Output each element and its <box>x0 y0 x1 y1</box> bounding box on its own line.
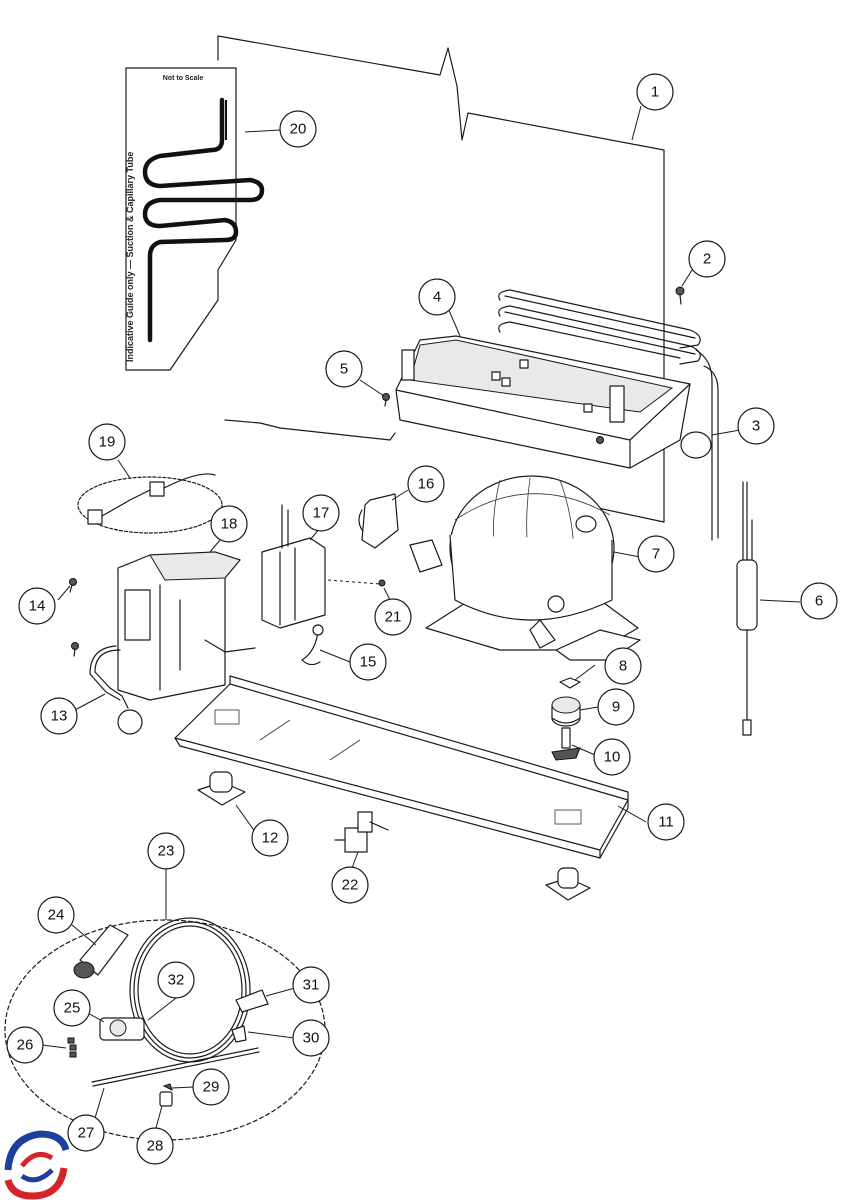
part-23-kit-assembly <box>4 917 326 1141</box>
callout-13: 13 <box>40 697 78 735</box>
part-3-coil-and-tubes <box>498 289 719 541</box>
svg-text:2: 2 <box>703 251 711 268</box>
callout-11: 11 <box>647 803 685 841</box>
part-10-mounting-sleeve <box>551 727 581 761</box>
part-20-suction-capillary-tube-guide: Not to Scale Indicative Guide only — Suc… <box>125 67 265 371</box>
callout-15: 15 <box>349 643 387 681</box>
part-6-sensor-tube <box>736 481 758 736</box>
callout-8: 8 <box>604 647 642 685</box>
svg-text:18: 18 <box>221 516 238 533</box>
callout-29: 29 <box>192 1068 230 1106</box>
svg-text:28: 28 <box>147 1138 164 1155</box>
part-30-bracket <box>231 1025 247 1043</box>
callout-1: 1 <box>636 73 674 111</box>
part-4-drip-tray <box>395 335 691 469</box>
callout-16: 16 <box>407 465 445 503</box>
svg-text:12: 12 <box>262 830 279 847</box>
callout-22: 22 <box>331 866 369 904</box>
svg-text:14: 14 <box>29 598 46 615</box>
svg-text:24: 24 <box>48 907 65 924</box>
svg-text:10: 10 <box>604 749 621 766</box>
svg-text:9: 9 <box>612 699 620 716</box>
svg-text:23: 23 <box>158 843 175 860</box>
callout-7: 7 <box>637 535 675 573</box>
part-7-compressor <box>409 475 641 661</box>
part-9-grommet <box>551 696 581 727</box>
part-15-ground-wire <box>301 624 324 666</box>
svg-text:29: 29 <box>203 1079 220 1096</box>
part-31-fitting <box>235 989 269 1013</box>
callout-27: 27 <box>67 1114 105 1152</box>
part-26-screws <box>67 1037 77 1058</box>
part-2-screw <box>675 286 685 305</box>
brand-logo-icon <box>4 1130 70 1200</box>
callout-10: 10 <box>593 738 631 776</box>
svg-text:17: 17 <box>313 505 330 522</box>
callout-14: 14 <box>18 587 56 625</box>
svg-text:5: 5 <box>340 361 348 378</box>
part-25-valve-body <box>99 1017 145 1041</box>
svg-text:13: 13 <box>51 708 68 725</box>
not-to-scale-note: Not to Scale <box>163 75 204 82</box>
svg-text:3: 3 <box>752 418 760 435</box>
callout-17: 17 <box>302 494 340 532</box>
svg-text:1: 1 <box>651 84 659 101</box>
part-11-base-plate <box>174 675 629 859</box>
part-14-screw <box>69 578 79 657</box>
part-27-rod <box>91 1047 260 1087</box>
callout-3: 3 <box>737 407 775 445</box>
svg-text:22: 22 <box>342 877 359 894</box>
svg-text:8: 8 <box>619 658 627 675</box>
svg-text:11: 11 <box>658 814 674 831</box>
callout-23: 23 <box>147 832 185 870</box>
callout-19: 19 <box>88 423 126 461</box>
callout-18: 18 <box>210 505 248 543</box>
part-18-gas-valve-assembly <box>117 551 256 701</box>
part-19-wiring-harness <box>77 473 223 534</box>
part-17-control-board <box>261 504 386 629</box>
callout-20: 20 <box>279 110 317 148</box>
callout-21: 21 <box>374 598 412 636</box>
svg-text:4: 4 <box>433 289 441 306</box>
part-8-clip <box>559 677 581 689</box>
svg-text:32: 32 <box>168 972 185 989</box>
callout-26: 26 <box>6 1026 44 1064</box>
svg-text:25: 25 <box>64 1000 81 1017</box>
svg-text:6: 6 <box>815 593 823 610</box>
tube-guide-side-label: Indicative Guide only — Suction & Capill… <box>125 152 135 362</box>
svg-text:26: 26 <box>17 1037 34 1054</box>
callout-9: 9 <box>597 688 635 726</box>
part-28-nut <box>159 1091 173 1107</box>
callout-25: 25 <box>53 989 91 1027</box>
callout-28: 28 <box>136 1127 174 1165</box>
callout-5: 5 <box>325 350 363 388</box>
callout-6: 6 <box>800 582 838 620</box>
svg-text:20: 20 <box>290 121 307 138</box>
callout-12: 12 <box>251 819 289 857</box>
part-22-solenoid-valve <box>334 811 389 853</box>
leader-lines <box>41 105 801 1129</box>
callout-30: 30 <box>292 1019 330 1057</box>
svg-text:15: 15 <box>360 654 377 671</box>
callout-24: 24 <box>37 896 75 934</box>
svg-text:16: 16 <box>418 476 435 493</box>
part-13-thermocouple <box>89 645 143 735</box>
callout-2: 2 <box>688 240 726 278</box>
svg-text:7: 7 <box>652 546 660 563</box>
svg-text:21: 21 <box>385 609 402 626</box>
svg-text:31: 31 <box>303 977 320 994</box>
callout-32: 32 <box>157 961 195 999</box>
callout-31: 31 <box>292 966 330 1004</box>
part-16-relay-module <box>358 493 399 549</box>
callout-4: 4 <box>418 278 456 316</box>
svg-text:30: 30 <box>303 1030 320 1047</box>
part-29-clip <box>162 1083 173 1091</box>
svg-text:27: 27 <box>78 1125 95 1142</box>
part-24-cylinder <box>73 924 129 979</box>
svg-text:19: 19 <box>99 434 116 451</box>
part-5-screw <box>382 393 604 444</box>
part-12-caster <box>197 771 591 901</box>
